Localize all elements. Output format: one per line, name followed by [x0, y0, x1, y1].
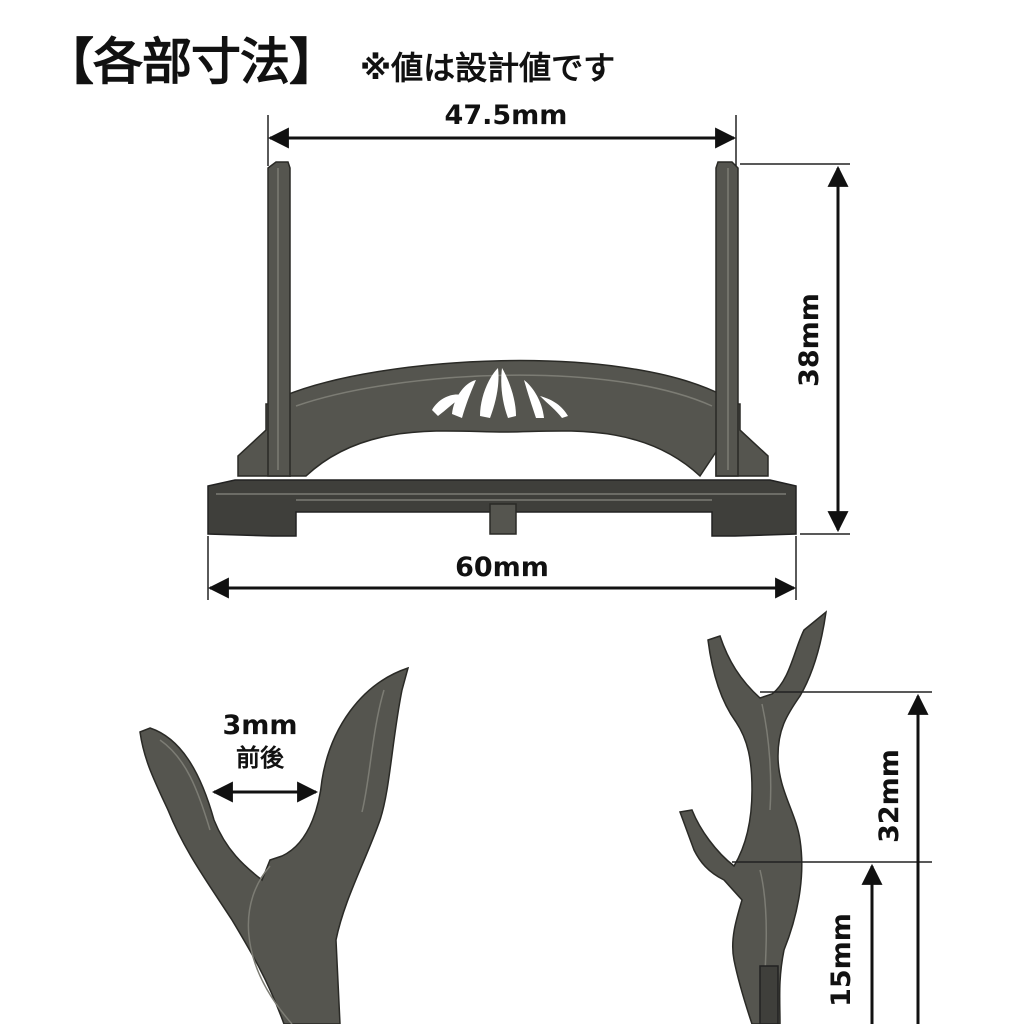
label-width-inner: 47.5mm: [445, 100, 568, 131]
base-center-foot: [489, 503, 517, 535]
dim-width-inner: 47.5mm: [267, 100, 737, 166]
label-arm-lower: 15mm: [826, 913, 857, 1007]
label-height-total: 38mm: [794, 293, 825, 387]
title-area: 【各部寸法】 ※値は設計値です: [44, 22, 615, 92]
dim-width-base: 60mm: [207, 536, 797, 600]
dim-height-total: 38mm: [740, 163, 850, 535]
dim-arm-upper: 32mm: [732, 691, 932, 1024]
dim-slot-width: 3mm 前後: [211, 710, 319, 803]
page-title: 【各部寸法】: [44, 33, 339, 91]
arch: [283, 359, 725, 478]
dim-arm-lower: 15mm: [826, 863, 883, 1024]
front-view: [207, 161, 797, 537]
fork-part: [139, 666, 410, 1024]
label-width-base: 60mm: [455, 552, 549, 583]
label-arm-upper: 32mm: [874, 749, 905, 843]
arm-detail: [678, 610, 828, 1024]
label-slot-width: 3mm: [222, 710, 297, 741]
right-post: [715, 161, 739, 477]
lotus-cutout: [432, 368, 568, 418]
page-subtitle: ※値は設計値です: [360, 49, 616, 87]
arm-part: [678, 610, 828, 1024]
fork-detail: [139, 666, 410, 1024]
label-slot-note: 前後: [236, 744, 285, 772]
left-post: [267, 161, 291, 477]
